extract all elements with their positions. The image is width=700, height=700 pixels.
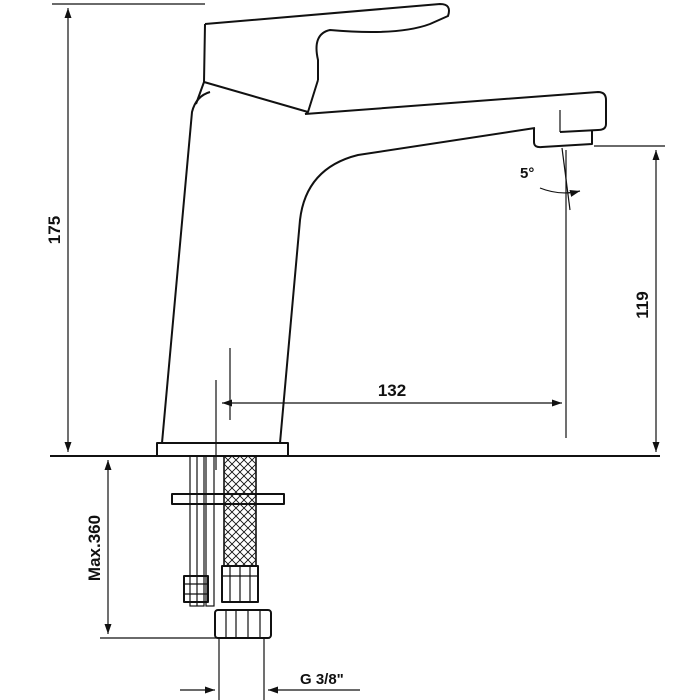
dimension-spout-reach: 132 bbox=[215, 150, 567, 470]
total-height-label: 175 bbox=[45, 216, 64, 244]
faucet-spout bbox=[304, 91, 607, 133]
dimension-spout-angle: 5° bbox=[520, 147, 581, 211]
connection-thread-label: G 3/8" bbox=[300, 671, 344, 688]
spout-angle-label: 5° bbox=[520, 165, 534, 182]
lever-handle-top bbox=[204, 3, 450, 80]
lever-handle-body bbox=[203, 23, 319, 113]
braided-hose bbox=[223, 455, 257, 567]
connection-nut bbox=[214, 609, 272, 639]
dimension-total-height: 175 bbox=[45, 3, 205, 452]
spout-height-label: 119 bbox=[633, 291, 652, 318]
faucet-body-left bbox=[161, 91, 211, 444]
faucet-body bbox=[156, 91, 607, 456]
rigid-pipe bbox=[205, 455, 215, 607]
dimension-connection-thread: G 3/8" bbox=[180, 638, 360, 700]
fixing-nut bbox=[183, 575, 209, 603]
spout-reach-label: 132 bbox=[378, 381, 406, 400]
supply-hoses-assembly bbox=[171, 455, 285, 639]
lever-handle-joint bbox=[195, 81, 205, 105]
spout-aerator bbox=[533, 128, 593, 149]
lever-handle bbox=[195, 3, 450, 115]
lever-handle-edge bbox=[304, 111, 309, 115]
dimension-hose-length: Max.360 bbox=[85, 460, 270, 639]
faucet-base-plate bbox=[156, 442, 289, 456]
dimension-spout-height: 119 bbox=[594, 145, 665, 452]
faucet-body-right bbox=[279, 127, 536, 444]
hose-length-label: Max.360 bbox=[85, 515, 104, 581]
